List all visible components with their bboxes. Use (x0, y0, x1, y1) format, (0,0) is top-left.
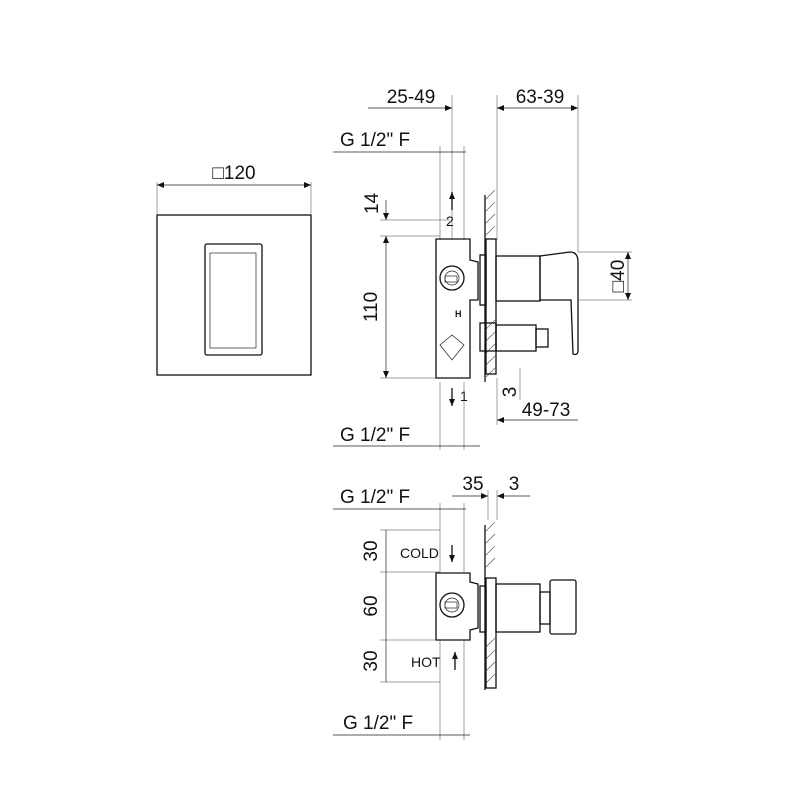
side-wall-gap-label: 3 (500, 387, 521, 398)
hot-label: HOT (411, 654, 441, 670)
bottom-view-top-thread-label: G 1/2" F (340, 487, 410, 508)
bottom-wall-hatch (484, 521, 496, 685)
valve-body (435, 238, 479, 379)
upper-gap-label: 30 (361, 540, 382, 561)
bottom-plate-side (485, 577, 497, 689)
depth-label: 35 (462, 474, 483, 495)
body-height-label: 110 (361, 292, 382, 322)
bottom-view-wall-gap-label: 3 (509, 474, 520, 495)
bottom-cap (549, 579, 577, 635)
inlet-port-top (439, 265, 465, 291)
handle-body (495, 255, 541, 302)
cold-label: COLD (400, 545, 439, 561)
top-depth-label: 63-39 (516, 87, 565, 108)
lever-profile (539, 251, 579, 356)
lower-gap-label: 30 (361, 650, 382, 671)
bottom-body-height-label: 60 (361, 595, 382, 616)
outlet-2-gap-label: 14 (362, 192, 383, 214)
side-bottom-thread-label: G 1/2" F (340, 425, 410, 446)
bottom-view: G 1/2" F 35 3 30 60 30 COLD HOT (333, 474, 577, 740)
outlet-2-label: 2 (446, 213, 454, 229)
plate-size-label: □120 (212, 163, 255, 184)
bottom-cartridge (495, 583, 541, 633)
lower-port (439, 334, 465, 361)
side-view: 25-49 63-39 G 1/2" F 14 110 2 (333, 87, 632, 450)
bottom-view-bottom-thread-label: G 1/2" F (343, 713, 413, 734)
cartridge (495, 324, 537, 352)
cover-plate (156, 214, 312, 376)
hot-mark: H (455, 309, 462, 319)
wall-hatch (484, 189, 496, 379)
top-offset-label: 25-49 (387, 87, 436, 108)
handle-size-label: □40 (608, 260, 629, 293)
plate-side (485, 238, 497, 375)
front-view: □120 (156, 163, 312, 376)
side-top-thread-label: G 1/2" F (340, 130, 410, 151)
bottom-range-label: 49-73 (522, 400, 571, 421)
lever-handle-front (204, 243, 263, 356)
lever-inner-face (209, 252, 257, 349)
bottom-valve-body (435, 572, 479, 641)
bottom-inlet-port (439, 592, 465, 618)
